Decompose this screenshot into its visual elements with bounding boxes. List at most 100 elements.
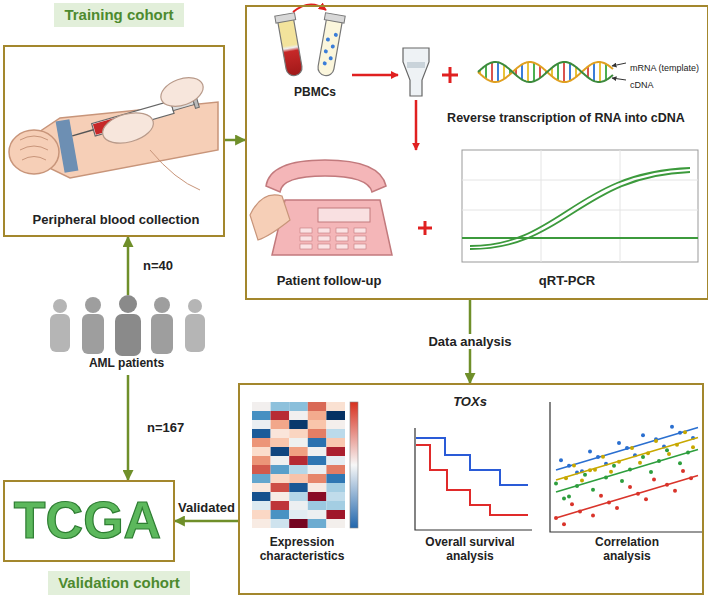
dna-helix <box>569 63 571 80</box>
dna-helix <box>563 62 565 82</box>
scatter-plot <box>550 402 702 532</box>
scatter-plot <box>630 446 634 450</box>
node-text: Peripheral blood collection <box>13 212 219 228</box>
tube-picture <box>278 19 303 77</box>
tube-picture <box>352 74 398 77</box>
heatmap <box>326 402 345 411</box>
scatter-plot <box>670 425 674 429</box>
tube-picture <box>275 4 398 77</box>
database-box: TCGA <box>3 480 175 562</box>
flow-arrow <box>127 237 130 295</box>
phone-picture <box>250 195 290 240</box>
scatter-plot <box>570 502 574 506</box>
heatmap <box>308 474 327 483</box>
tube-picture <box>324 49 329 54</box>
scatter-plot <box>638 461 642 465</box>
tube-picture <box>322 61 327 66</box>
heatmap <box>289 501 308 510</box>
scatter-plot <box>609 470 613 474</box>
phone-keys <box>318 244 330 249</box>
step-box: Peripheral blood collection <box>3 45 225 237</box>
scatter-plot <box>556 449 698 492</box>
heatmap <box>308 420 327 429</box>
dna-helix <box>485 65 487 78</box>
scatter-plot <box>649 470 653 474</box>
scatter-plot <box>550 402 702 532</box>
heatmap <box>271 438 290 447</box>
heatmap <box>271 501 290 510</box>
heatmap <box>308 447 327 456</box>
heatmap <box>271 456 290 465</box>
heatmap <box>271 420 290 429</box>
heatmap <box>271 465 290 474</box>
heatmap <box>308 456 327 465</box>
dna-helix <box>605 64 607 80</box>
amplification-chart <box>462 150 698 262</box>
heatmap <box>326 465 345 474</box>
heatmap <box>252 411 271 420</box>
heatmap <box>252 438 271 447</box>
heatmap <box>271 510 290 519</box>
heatmap <box>271 429 290 438</box>
heatmap <box>326 420 345 429</box>
dna-helix <box>557 64 559 81</box>
heatmap <box>326 411 345 420</box>
patient-figures <box>185 314 205 352</box>
heatmap <box>271 474 290 483</box>
patient-figures <box>82 314 104 354</box>
heatmap <box>252 492 271 501</box>
scatter-plot <box>554 481 558 485</box>
survival-plot <box>416 438 528 485</box>
node-text: TCGA <box>5 487 170 555</box>
node-text: Overall survival analysis <box>415 535 525 564</box>
scatter-plot <box>691 445 695 449</box>
dna-helix <box>503 65 505 79</box>
patient-figures <box>115 314 141 356</box>
scatter-plot <box>667 452 671 456</box>
scatter-plot <box>556 437 698 480</box>
heatmap <box>326 429 345 438</box>
heatmap <box>326 456 345 465</box>
edge-label: Data analysis <box>425 334 514 350</box>
scatter-plot <box>591 514 595 518</box>
scatter-plot <box>665 448 669 452</box>
heatmap <box>308 438 327 447</box>
leader-arrows <box>612 63 626 66</box>
tube-picture <box>317 19 342 77</box>
blood-collection-picture <box>9 72 218 190</box>
blood-collection-picture <box>20 136 48 160</box>
analysis-box: Expression characteristicsTOXsOverall su… <box>238 383 704 595</box>
scatter-plot <box>681 469 685 473</box>
scatter-plot <box>556 427 698 470</box>
scatter-plot <box>628 485 632 489</box>
blood-collection-picture <box>150 150 200 190</box>
heatmap <box>252 420 271 429</box>
heatmap <box>326 447 345 456</box>
scatter-plot <box>601 455 605 459</box>
blood-collection-picture <box>157 72 207 111</box>
heatmap <box>289 411 308 420</box>
tube-picture <box>330 44 335 49</box>
tube-picture <box>315 13 345 78</box>
phone-picture <box>318 208 370 222</box>
heatmap <box>252 402 271 411</box>
dna-helix <box>521 64 523 79</box>
flow-arrow <box>175 520 238 523</box>
heatmap <box>289 420 308 429</box>
node-text: cDNA <box>630 80 704 91</box>
phone-keys <box>318 236 330 241</box>
column-picture <box>403 48 458 150</box>
column-picture <box>415 100 418 150</box>
amplification-chart <box>462 150 698 262</box>
heatmap <box>252 456 271 465</box>
edge-label: Validated <box>175 500 238 516</box>
scatter-plot <box>620 479 624 483</box>
heatmap <box>326 474 345 483</box>
heatmap <box>308 465 327 474</box>
patient-figures <box>154 297 170 313</box>
heatmap <box>271 411 290 420</box>
cohort-label: Training cohort <box>64 6 173 24</box>
heatmap <box>308 429 327 438</box>
heatmap <box>326 501 345 510</box>
